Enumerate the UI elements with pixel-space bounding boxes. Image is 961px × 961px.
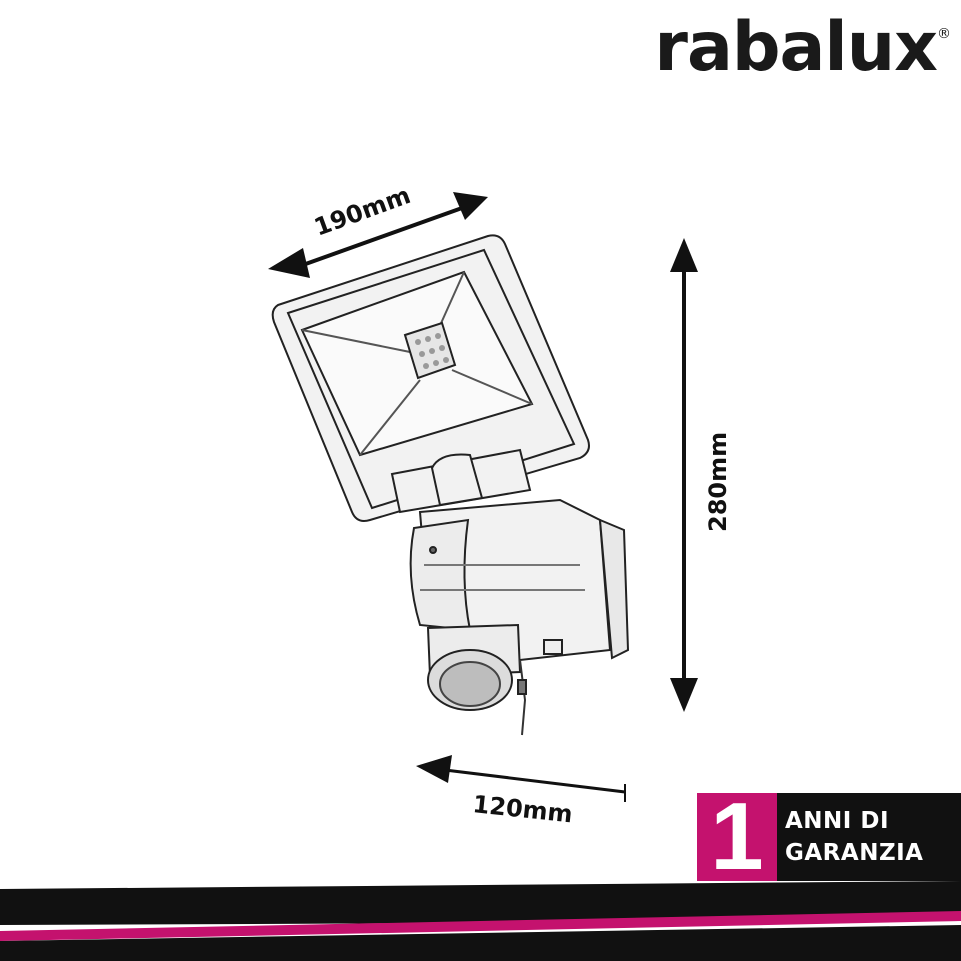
warranty-badge: 1 ANNI DI GARANZIA bbox=[697, 789, 961, 885]
floodlight-head bbox=[271, 234, 590, 522]
warranty-years: 1 bbox=[697, 789, 777, 885]
depth-label: 120mm bbox=[471, 790, 574, 828]
registered-mark: ® bbox=[937, 26, 951, 42]
arrow-head-left bbox=[268, 248, 310, 278]
black-stripe-bottom bbox=[0, 925, 961, 961]
brand-logo: rabalux bbox=[654, 8, 938, 87]
magenta-stripe bbox=[0, 911, 961, 941]
depth-dimension: 120mm bbox=[416, 755, 626, 828]
height-dimension: 280mm bbox=[670, 238, 732, 712]
footer-stripes bbox=[0, 881, 961, 961]
arrow-head-right bbox=[453, 192, 488, 220]
warranty-line-2: GARANZIA bbox=[785, 840, 924, 866]
motion-sensor bbox=[426, 623, 563, 736]
warranty-line-1: ANNI DI bbox=[785, 808, 890, 834]
height-label: 280mm bbox=[704, 432, 732, 532]
warranty-text: ANNI DI GARANZIA bbox=[777, 793, 961, 881]
black-stripe bbox=[0, 881, 961, 925]
